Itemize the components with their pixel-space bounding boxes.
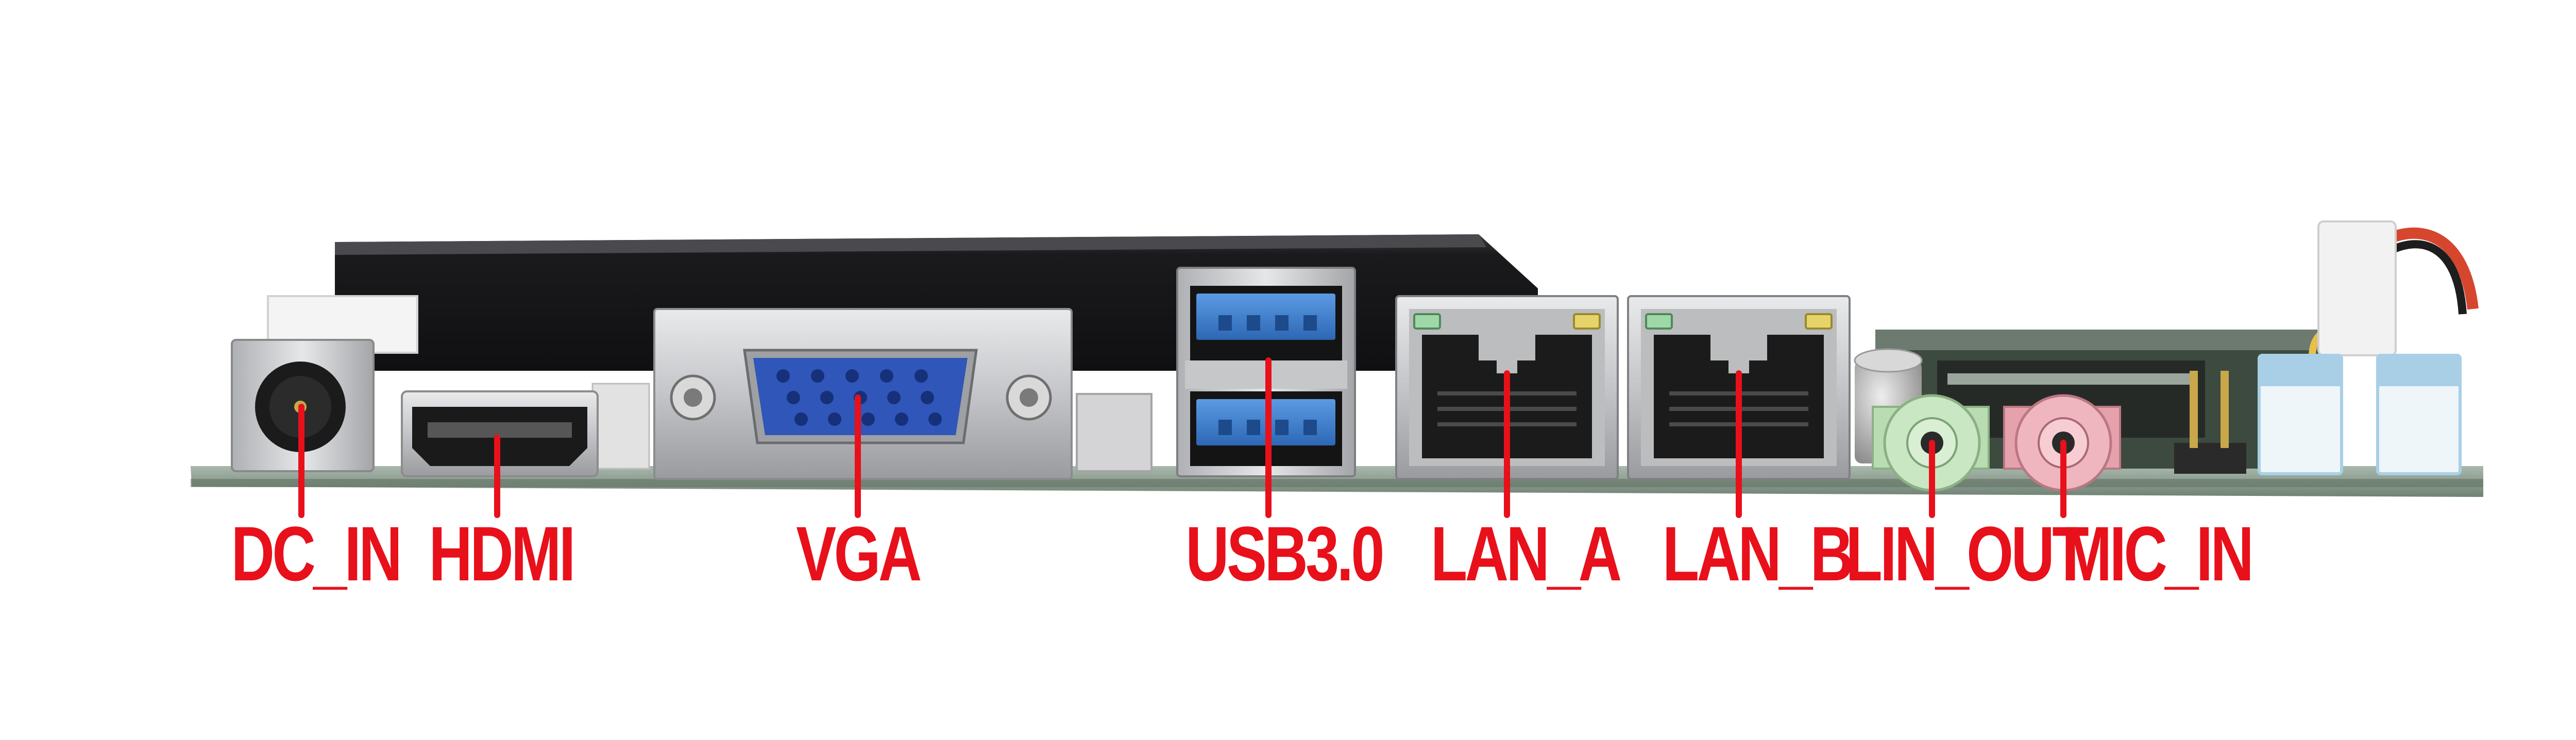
dc-barrel-jack-icon[interactable] (231, 295, 418, 472)
label-lan-b: LAN_B (1662, 510, 1854, 597)
hdmi-port-icon[interactable] (401, 383, 650, 477)
label-usb3: USB3.0 (1185, 510, 1384, 597)
label-lan-a: LAN_A (1430, 510, 1622, 597)
light-blue-header-left (2258, 354, 2343, 475)
vga-port-icon[interactable] (653, 308, 1073, 480)
label-line-out: LIN_OUT (1845, 510, 2089, 597)
callout-lines (298, 357, 2066, 518)
light-blue-header-right (2376, 354, 2462, 475)
label-dc-in: DC_IN (231, 510, 402, 597)
label-hdmi: HDMI (429, 510, 575, 597)
label-mic-in: MIC_IN (2061, 510, 2254, 597)
grey-connector (1076, 393, 1153, 472)
label-vga: VGA (796, 510, 922, 597)
